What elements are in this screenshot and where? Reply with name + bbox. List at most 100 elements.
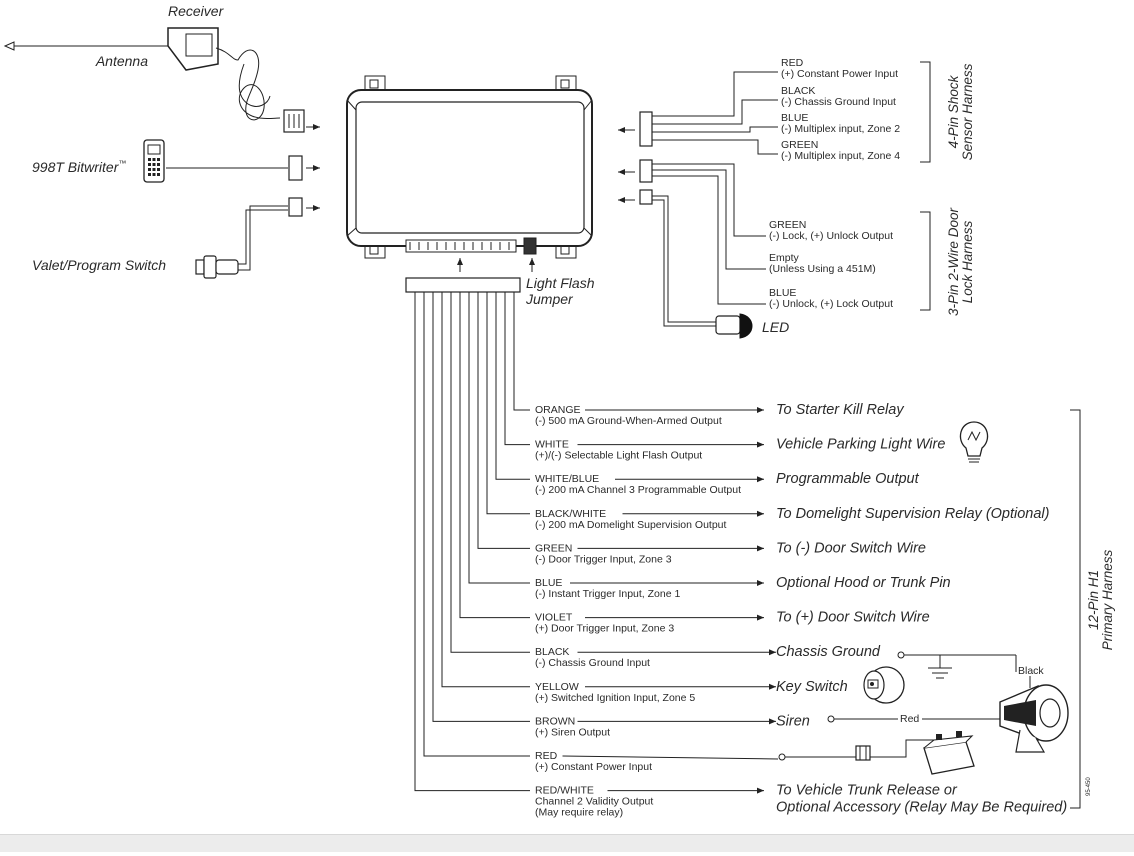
bottom-scroll-bar[interactable] — [0, 834, 1134, 852]
ground-symbol-icon — [897, 651, 1017, 679]
shock-wire — [652, 126, 778, 133]
primary-wire-color: ORANGE — [535, 404, 581, 416]
primary-harness: ORANGE(-) 500 mA Ground-When-Armed Outpu… — [405, 277, 1115, 819]
primary-wire — [450, 292, 530, 653]
shock-wire-desc: (-) Multiplex input, Zone 4 — [781, 150, 900, 162]
primary-wire-desc: (-) 200 mA Channel 3 Programmable Output — [535, 484, 741, 496]
door-wire-desc: (Unless Using a 451M) — [769, 263, 876, 275]
primary-wire-desc: (+) Switched Ignition Input, Zone 5 — [535, 692, 695, 704]
light-bulb-icon — [959, 421, 989, 463]
shock-wire-desc: (+) Constant Power Input — [781, 68, 898, 80]
primary-wire-desc: (+) Constant Power Input — [535, 761, 652, 773]
primary-wire-destination: To (-) Door Switch Wire — [776, 540, 926, 556]
door-wire-color: BLUE — [769, 287, 796, 299]
primary-wire — [513, 292, 530, 411]
shock-wire-color: RED — [781, 57, 804, 69]
control-module — [346, 75, 593, 259]
primary-connector-pins — [409, 242, 510, 250]
primary-wire-desc: (-) Door Trigger Input, Zone 3 — [535, 553, 672, 565]
primary-wire — [423, 292, 530, 757]
primary-wire-color: WHITE/BLUE — [535, 473, 599, 485]
door-wire-desc: (-) Unlock, (+) Lock Output — [769, 298, 893, 310]
diagram-code: 95-450 — [1086, 777, 1092, 796]
light-flash-jumper: Light Flash Jumper — [457, 258, 595, 307]
door-wire-color: GREEN — [769, 219, 806, 231]
primary-wire-color: RED — [535, 750, 558, 762]
shock-sensor-harness: 4-Pin Shock Sensor Harness RED(+) Consta… — [618, 57, 975, 163]
primary-wire-destination: To Domelight Supervision Relay (Optional… — [776, 506, 1049, 522]
shock-harness-title-2: Sensor Harness — [960, 63, 975, 160]
door-wire — [652, 175, 766, 305]
primary-wire-destination: To Starter Kill Relay — [776, 402, 904, 418]
led-label: LED — [762, 319, 789, 335]
primary-harness-title-1: 12-Pin H1 — [1086, 570, 1101, 630]
primary-harness-title-2: Primary Harness — [1100, 549, 1115, 650]
primary-wire-destination: Vehicle Parking Light Wire — [776, 437, 945, 453]
shock-harness-title-1: 4-Pin Shock — [946, 74, 961, 148]
door-wire-desc: (-) Lock, (+) Unlock Output — [769, 230, 893, 242]
primary-wire — [432, 292, 530, 722]
receiver: Receiver Antenna — [3, 3, 320, 133]
primary-wire-desc: (-) 200 mA Domelight Supervision Output — [535, 519, 727, 531]
door-harness-title-2: Lock Harness — [960, 220, 975, 303]
primary-wire-desc: (-) Chassis Ground Input — [535, 657, 650, 669]
peripherals: Black Red — [778, 421, 1069, 775]
door-wire — [652, 169, 766, 270]
antenna-label: Antenna — [95, 53, 148, 69]
primary-wire-color: BLACK — [535, 646, 569, 658]
primary-wire — [504, 292, 530, 446]
siren-black-label: Black — [1018, 665, 1044, 677]
primary-wire-desc: (+) Door Trigger Input, Zone 3 — [535, 623, 674, 635]
jumper-label-line2: Jumper — [525, 291, 574, 307]
shock-wire-color: BLUE — [781, 112, 808, 124]
bitwriter: 998T Bitwriter™ — [32, 139, 320, 183]
primary-wire — [441, 292, 530, 688]
siren-red-label: Red — [900, 713, 919, 725]
primary-wire-color: BROWN — [535, 715, 575, 727]
shock-wire — [652, 99, 778, 125]
door-lock-harness: 3-Pin 2-Wire Door Lock Harness LED GREEN… — [618, 159, 975, 339]
primary-wire — [468, 292, 530, 584]
primary-wire-destination: Siren — [776, 713, 810, 729]
siren-icon: Black Red — [827, 665, 1069, 753]
primary-wire-destination: To Vehicle Trunk Release or — [776, 783, 958, 799]
valet-switch: Valet/Program Switch — [32, 197, 320, 279]
jumper-label-line1: Light Flash — [526, 275, 595, 291]
primary-wire-desc: (+)/(-) Selectable Light Flash Output — [535, 450, 702, 462]
battery-icon — [778, 731, 975, 775]
primary-wire-color: VIOLET — [535, 612, 573, 624]
primary-wire-destination2: Optional Accessory (Relay May Be Require… — [776, 800, 1067, 816]
primary-wire-desc: (-) 500 mA Ground-When-Armed Output — [535, 415, 722, 427]
bitwriter-label: 998T Bitwriter™ — [32, 159, 126, 175]
shock-wire-color: BLACK — [781, 85, 815, 97]
shock-wire-color: GREEN — [781, 139, 818, 151]
door-harness-title-1: 3-Pin 2-Wire Door — [946, 208, 961, 316]
shock-wire — [652, 71, 778, 117]
primary-wire — [477, 292, 530, 549]
primary-wire-desc: (-) Instant Trigger Input, Zone 1 — [535, 588, 680, 600]
primary-wire-color: YELLOW — [535, 681, 579, 693]
primary-wire-color: GREEN — [535, 542, 572, 554]
primary-wire-color: RED/WHITE — [535, 785, 594, 797]
receiver-label: Receiver — [168, 3, 225, 19]
shock-wire-desc: (-) Chassis Ground Input — [781, 96, 896, 108]
shock-wire — [652, 139, 778, 155]
shock-wire-desc: (-) Multiplex input, Zone 2 — [781, 123, 900, 135]
door-wire — [652, 163, 766, 237]
primary-wire-color: BLACK/WHITE — [535, 508, 606, 520]
primary-wire — [495, 292, 530, 480]
primary-wire-color: WHITE — [535, 439, 569, 451]
primary-wire-destination: Chassis Ground — [776, 644, 881, 660]
primary-wire-color: BLUE — [535, 577, 562, 589]
door-wire-color: Empty — [769, 252, 800, 264]
primary-wire — [414, 292, 530, 792]
primary-wire-desc: Channel 2 Validity Output — [535, 796, 653, 808]
primary-wire — [486, 292, 530, 515]
key-switch-icon — [863, 666, 905, 704]
primary-wire-destination: Key Switch — [776, 679, 848, 695]
valet-label: Valet/Program Switch — [32, 257, 166, 273]
primary-wire-destination: Optional Hood or Trunk Pin — [776, 575, 951, 591]
primary-wire-desc: (+) Siren Output — [535, 726, 610, 738]
primary-wire-destination: To (+) Door Switch Wire — [776, 610, 930, 626]
